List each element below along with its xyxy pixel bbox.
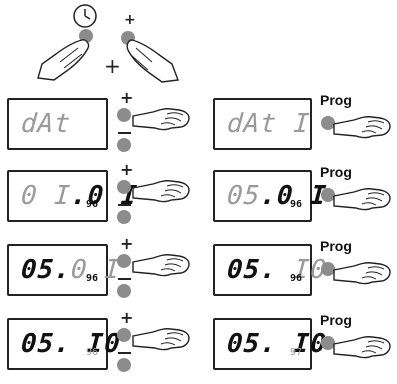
left-hand-icon: [37, 39, 90, 81]
prog-label: Prog: [320, 92, 352, 108]
lcd-year: 96: [85, 347, 98, 358]
minus-label: [118, 204, 131, 206]
lcd-text: 05. I0: [226, 255, 328, 285]
lcd-digits-pre: 05.: [19, 255, 73, 285]
minus-label: [118, 352, 131, 354]
pointing-hand-icon: [333, 116, 391, 139]
lcd-text: 05. I0: [226, 329, 328, 359]
lcd-digits-main: dAt I: [225, 109, 312, 139]
lcd-digits-pre: 05. I0: [19, 329, 122, 359]
pointing-hand-icon: [132, 180, 190, 203]
lcd-text: 05. I0: [20, 329, 122, 359]
clock-icon: [73, 4, 97, 28]
minus-label: [118, 132, 131, 134]
prog-button[interactable]: [321, 116, 335, 130]
prog-button[interactable]: [321, 336, 335, 350]
plus-button[interactable]: [117, 108, 131, 122]
pointing-hand-icon: [132, 108, 190, 131]
prog-button[interactable]: [321, 262, 335, 276]
lcd-text: 05.0 I: [20, 255, 122, 285]
minus-label: [118, 278, 131, 280]
plus-label: +: [120, 88, 134, 107]
pointing-hand-icon: [333, 188, 391, 211]
pointing-hand-icon: [132, 328, 190, 351]
pointing-hand-icon: [333, 262, 391, 285]
lcd-digits-main: dAt: [19, 109, 73, 139]
minus-button[interactable]: [117, 138, 131, 152]
right-hand-icon: [126, 39, 179, 83]
lcd-year: 97: [289, 347, 302, 358]
lcd-display-right: dAt I: [213, 98, 312, 150]
lcd-year: 96: [289, 199, 302, 210]
lcd-digits-pre: 05. I0: [225, 329, 328, 359]
prog-button[interactable]: [321, 188, 335, 202]
prog-label: Prog: [320, 238, 352, 254]
plus-button[interactable]: [117, 254, 131, 268]
pointing-hand-icon: [132, 254, 190, 277]
lcd-text: dAt I: [226, 109, 311, 139]
lcd-digits-pre: 05: [225, 181, 262, 211]
minus-button[interactable]: [117, 358, 131, 372]
minus-button[interactable]: [117, 284, 131, 298]
plus-label: +: [120, 160, 134, 179]
lcd-year: 96: [289, 273, 302, 284]
plus-button[interactable]: [117, 180, 131, 194]
prog-label: Prog: [320, 164, 352, 180]
plus-label: +: [120, 308, 134, 327]
lcd-text: dAt: [20, 109, 72, 139]
prog-label: Prog: [320, 312, 352, 328]
plus-label: +: [120, 234, 134, 253]
plus-label-big: +: [104, 54, 121, 78]
plus-button[interactable]: [117, 328, 131, 342]
lcd-digits-pre: 0 I: [19, 181, 73, 211]
lcd-year: 96: [85, 199, 98, 210]
plus-label-small: +: [124, 12, 136, 28]
lcd-digits-pre: 05.: [225, 255, 279, 285]
minus-button[interactable]: [117, 210, 131, 224]
lcd-display-left: dAt: [7, 98, 108, 150]
lcd-text: 05.0 I: [226, 181, 328, 211]
lcd-year: 96: [85, 273, 98, 284]
pointing-hand-icon: [333, 336, 391, 359]
